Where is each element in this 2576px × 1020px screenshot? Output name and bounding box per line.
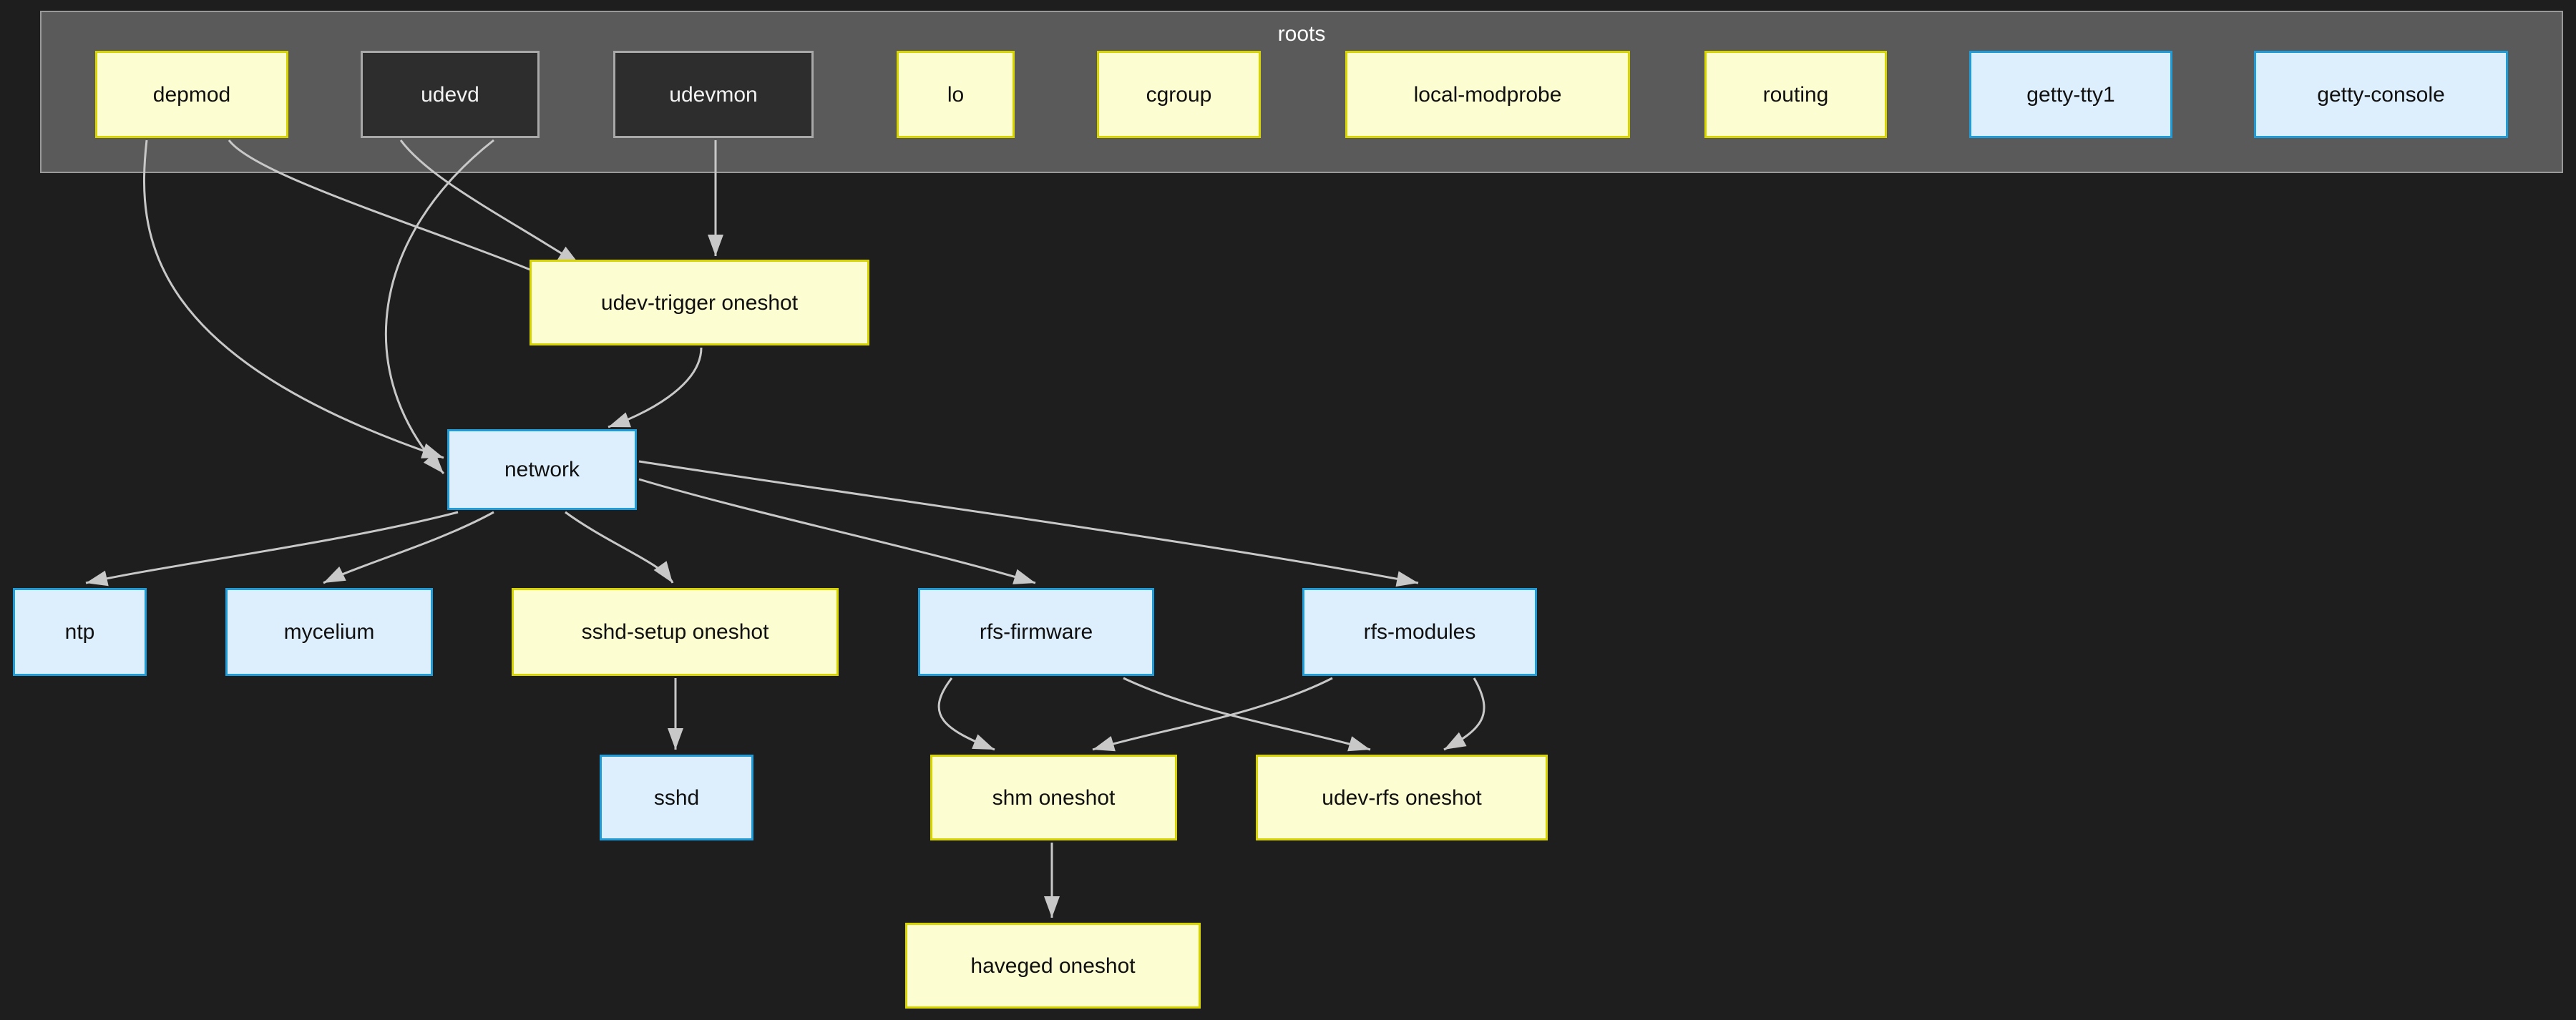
cluster-roots-label: roots xyxy=(1277,22,1326,46)
node-depmod[interactable]: depmod xyxy=(95,51,288,138)
node-udevd[interactable]: udevd xyxy=(361,51,540,138)
node-label: udevmon xyxy=(669,82,758,107)
node-udev-rfs[interactable]: udev-rfs oneshot xyxy=(1256,755,1548,840)
edge-rfs-firmware-to-shm xyxy=(937,677,995,751)
node-label: mycelium xyxy=(283,620,375,644)
node-label: lo xyxy=(947,82,965,107)
node-label: sshd-setup oneshot xyxy=(581,620,769,644)
node-label: getty-tty1 xyxy=(2026,82,2115,107)
node-udev-trigger[interactable]: udev-trigger oneshot xyxy=(530,260,869,345)
node-label: udev-trigger oneshot xyxy=(600,290,799,315)
node-shm[interactable]: shm oneshot xyxy=(930,755,1177,840)
node-rfs-modules[interactable]: rfs-modules xyxy=(1302,588,1537,676)
node-label: udevd xyxy=(421,82,479,107)
edge-network-to-rfs-modules xyxy=(638,460,1419,587)
node-rfs-firmware[interactable]: rfs-firmware xyxy=(918,588,1154,676)
node-haveged[interactable]: haveged oneshot xyxy=(905,923,1201,1009)
edge-network-to-mycelium xyxy=(323,511,494,584)
edge-rfs-modules-to-udev-rfs xyxy=(1443,677,1485,751)
node-label: depmod xyxy=(152,82,231,107)
edge-shm-to-haveged xyxy=(1044,843,1060,918)
edge-network-to-sshd-setup xyxy=(565,511,674,584)
node-label: getty-console xyxy=(2317,82,2445,107)
node-label: sshd xyxy=(653,785,700,810)
node-sshd[interactable]: sshd xyxy=(600,755,753,840)
node-label: routing xyxy=(1762,82,1829,107)
node-label: ntp xyxy=(64,620,95,644)
node-routing[interactable]: routing xyxy=(1704,51,1887,138)
edge-network-to-rfs-firmware xyxy=(638,478,1036,584)
node-label: udev-rfs oneshot xyxy=(1322,785,1482,810)
edge-rfs-modules-to-shm xyxy=(1092,677,1333,752)
node-ntp[interactable]: ntp xyxy=(13,588,147,676)
node-udevmon[interactable]: udevmon xyxy=(613,51,814,138)
node-lo[interactable]: lo xyxy=(897,51,1015,138)
edge-sshd-setup-to-sshd xyxy=(668,678,683,750)
node-getty-console[interactable]: getty-console xyxy=(2254,51,2508,138)
edge-network-to-ntp xyxy=(85,511,459,587)
node-cgroup[interactable]: cgroup xyxy=(1097,51,1261,138)
node-label: local-modprobe xyxy=(1413,82,1562,107)
node-label: network xyxy=(504,458,580,481)
edge-depmod-to-network xyxy=(142,139,444,459)
node-local-modprobe[interactable]: local-modprobe xyxy=(1345,51,1630,138)
node-mycelium[interactable]: mycelium xyxy=(225,588,433,676)
edge-udev-trigger-to-network xyxy=(608,347,703,428)
node-label: shm oneshot xyxy=(992,785,1116,810)
node-getty-tty1[interactable]: getty-tty1 xyxy=(1969,51,2172,138)
edge-udevd-to-network xyxy=(385,139,494,475)
node-label: cgroup xyxy=(1146,82,1212,107)
node-label: haveged oneshot xyxy=(970,953,1136,978)
node-sshd-setup[interactable]: sshd-setup oneshot xyxy=(512,588,839,676)
node-network[interactable]: network xyxy=(447,429,637,510)
node-label: rfs-modules xyxy=(1363,620,1476,644)
node-label: rfs-firmware xyxy=(979,620,1093,644)
edge-rfs-firmware-to-udev-rfs xyxy=(1123,677,1371,752)
